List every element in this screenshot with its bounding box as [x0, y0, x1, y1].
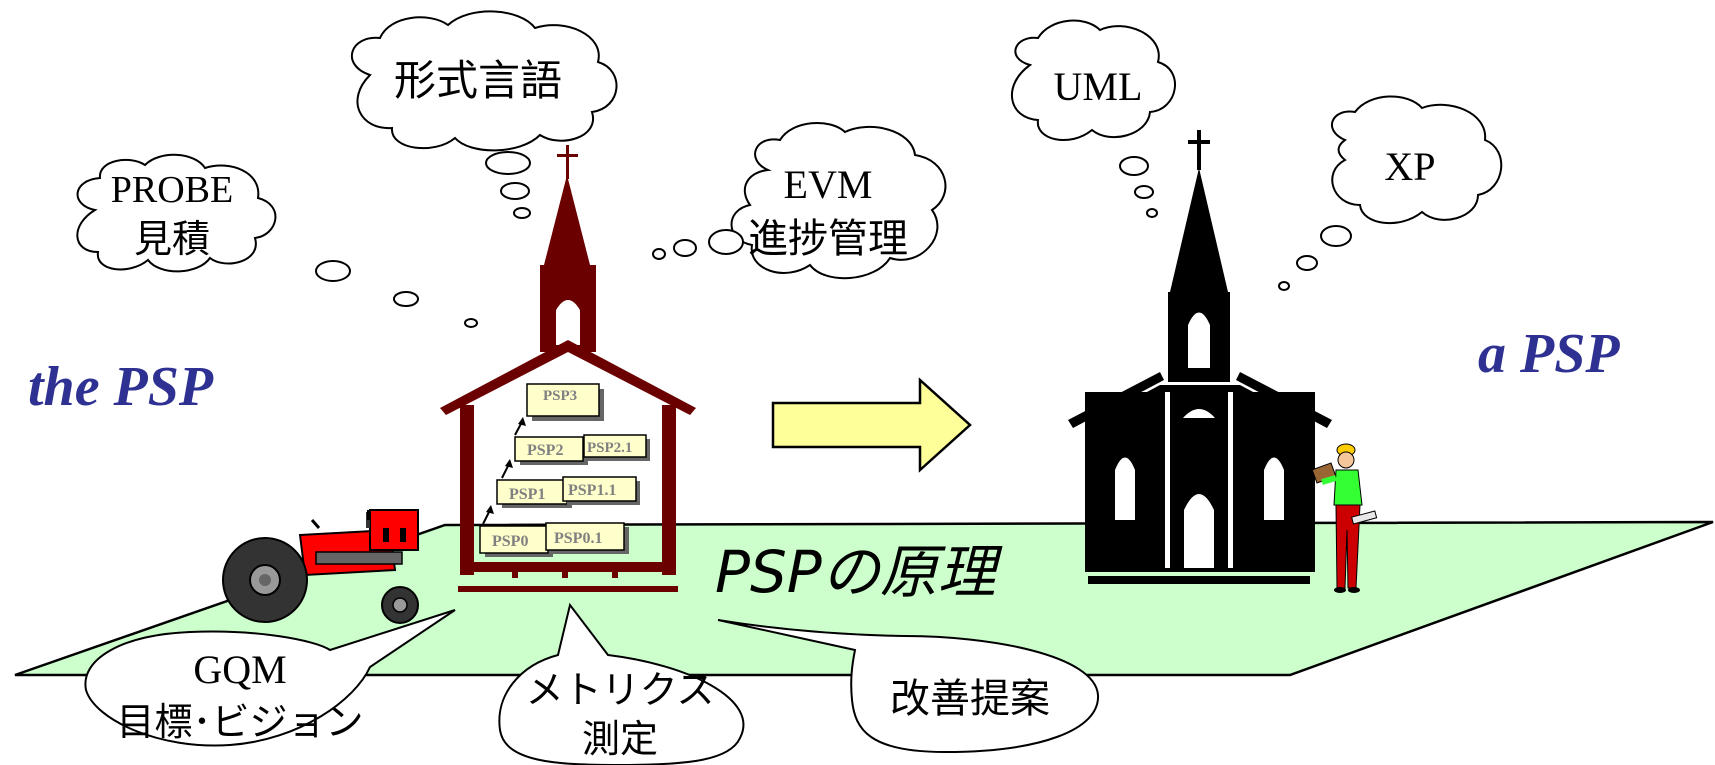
- psp21-label: PSP2.1: [587, 440, 632, 456]
- xp-thought-bubble: XP: [1278, 95, 1503, 291]
- improvement-speech-bubble: 改善提案: [717, 619, 1100, 754]
- metrics-speech-bubble: メトリクス 測定: [498, 602, 745, 765]
- transition-arrow: [771, 377, 972, 473]
- xp-label: XP: [1384, 144, 1435, 189]
- tractor-icon: [222, 509, 419, 624]
- probe-thought-bubble: PROBE 見積: [76, 153, 478, 328]
- metrics-label-line1: メトリクス: [526, 668, 715, 712]
- uml-label: UML: [1054, 64, 1143, 109]
- formal-language-thought-bubble: 形式言語: [350, 10, 618, 219]
- evm-label-line2: 進捗管理: [748, 216, 908, 262]
- psp1-label: PSP1: [509, 486, 545, 503]
- psp-levels: PSP3 PSP2 PSP2.1 PSP1 PSP1.1 PSP0 PSP0.1: [479, 383, 650, 557]
- the-psp-label: the PSP: [28, 356, 214, 418]
- worker-figure: [1311, 443, 1378, 593]
- psp0-label: PSP0: [492, 533, 528, 550]
- psp3-box: [526, 383, 600, 417]
- a-psp-label: a PSP: [1478, 323, 1620, 385]
- gqm-speech-bubble: GQM 目標･ビジョン: [84, 609, 456, 747]
- psp01-label: PSP0.1: [554, 530, 602, 547]
- improvement-label: 改善提案: [890, 676, 1050, 722]
- evm-thought-bubble: EVM 進捗管理: [652, 122, 947, 280]
- psp1-box: [496, 479, 568, 505]
- evm-label-line1: EVM: [784, 162, 873, 207]
- psp2-label: PSP2: [527, 442, 563, 459]
- psp11-box: [562, 476, 637, 502]
- psp3-label: PSP3: [543, 388, 577, 404]
- psp21-box: [583, 434, 647, 458]
- psp11-label: PSP1.1: [568, 482, 616, 499]
- formal-language-label: 形式言語: [394, 56, 562, 105]
- gqm-label-line1: GQM: [193, 647, 286, 692]
- left-church: [440, 145, 696, 592]
- principle-label: PSPの原理: [715, 538, 1003, 606]
- uml-thought-bubble: UML: [1011, 19, 1176, 218]
- psp01-box: [545, 522, 625, 551]
- gqm-label-line2: 目標･ビジョン: [116, 700, 363, 744]
- psp2-box: [514, 436, 584, 462]
- probe-label-line2: 見積: [134, 217, 210, 261]
- metrics-label-line2: 測定: [582, 717, 658, 761]
- probe-label-line1: PROBE: [111, 169, 233, 211]
- right-church: [1068, 130, 1332, 584]
